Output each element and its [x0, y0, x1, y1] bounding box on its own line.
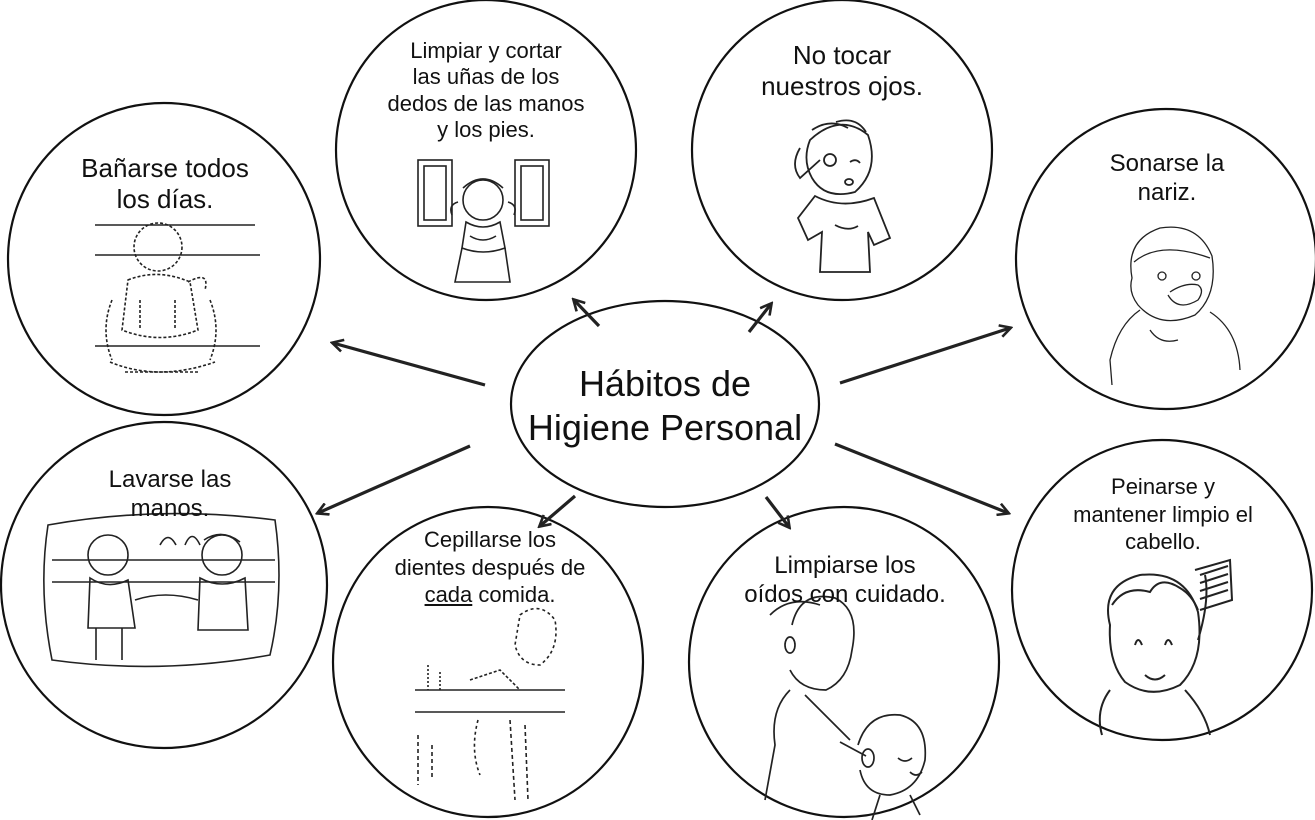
arrow-to-nariz — [839, 328, 1010, 385]
circle-dientes — [331, 505, 645, 819]
nose-blowing-boy-illustration — [1109, 226, 1241, 386]
habit-label-line: nuestros ojos. — [761, 71, 923, 102]
circle-banarse — [6, 101, 322, 417]
habit-label-line: Cepillarse los — [423, 527, 557, 552]
center-title: Hábitos de Higiene Personal — [505, 362, 825, 450]
habit-label-dientes: Cepillarse los dientes después de cada c… — [380, 526, 600, 609]
circle-cabello — [1010, 438, 1314, 742]
habit-label-oidos: Limpiarse los oídos con cuidado. — [715, 552, 975, 610]
hair-combing-boy-illustration — [1098, 558, 1234, 736]
habit-label-line: manos. — [130, 494, 210, 522]
habit-label-line: dedos de las manos — [387, 90, 585, 116]
habit-label-line: Lavarse las — [108, 466, 232, 493]
habit-label-line: Limpiarse los — [774, 552, 916, 579]
center-ellipse — [509, 299, 821, 509]
arrow-to-oidos — [764, 496, 789, 527]
habit-label-line: mantener limpio el — [1073, 501, 1253, 527]
habit-label-line: Sonarse la — [1109, 150, 1225, 177]
arrow-to-ojos — [747, 304, 771, 333]
habit-label-line: Peinarse y — [1111, 474, 1215, 499]
habit-label-line: y los pies. — [437, 117, 535, 143]
habit-label-line: las uñas de los — [412, 64, 560, 90]
nail-cutting-girl-illustration — [417, 159, 550, 283]
center-title-line-2: Higiene Personal — [527, 406, 803, 448]
arrow-to-banarse — [333, 343, 486, 387]
habit-label-line-last: cada comida. — [380, 581, 600, 609]
habit-label-nariz: Sonarse la nariz. — [1092, 150, 1242, 208]
eye-touching-boy-illustration — [794, 119, 892, 273]
habit-label-rest: comida. — [472, 582, 556, 607]
hand-washing-kids-illustration — [43, 512, 280, 668]
arrow-to-cabello — [834, 442, 1008, 513]
habit-label-line: oídos con cuidado. — [744, 580, 946, 608]
habit-label-banarse: Bañarse todos los días. — [60, 153, 270, 215]
habit-label-line: Limpiar y cortar — [410, 38, 562, 63]
circle-nariz — [1014, 107, 1315, 411]
bathing-child-illustration — [95, 222, 260, 373]
habit-label-cabello: Peinarse y mantener limpio el cabello. — [1033, 473, 1293, 556]
habit-label-line: No tocar — [792, 40, 892, 70]
habit-label-ojos: No tocar nuestros ojos. — [752, 40, 932, 102]
ear-cleaning-illustration — [764, 595, 927, 820]
arrow-to-manos — [318, 444, 471, 513]
habit-label-line: los días. — [116, 184, 214, 215]
circle-manos — [0, 420, 329, 750]
habit-label-line: dientes después de — [394, 554, 586, 580]
circle-ojos — [690, 0, 994, 302]
habit-label-unas: Limpiar y cortar las uñas de los dedos d… — [366, 38, 606, 144]
habit-label-line: nariz. — [1137, 178, 1197, 206]
circle-oidos — [687, 505, 1001, 819]
underlined-word: cada — [424, 582, 473, 607]
habit-label-line: cabello. — [1125, 529, 1201, 554]
circle-unas — [334, 0, 638, 302]
habit-label-line: Bañarse todos — [81, 153, 249, 183]
habit-label-manos: Lavarse las manos. — [80, 466, 260, 524]
tooth-brushing-illustration — [415, 607, 565, 801]
arrow-to-dientes — [540, 494, 577, 526]
arrow-to-unas — [574, 300, 601, 328]
center-title-line-1: Hábitos de — [578, 363, 752, 404]
